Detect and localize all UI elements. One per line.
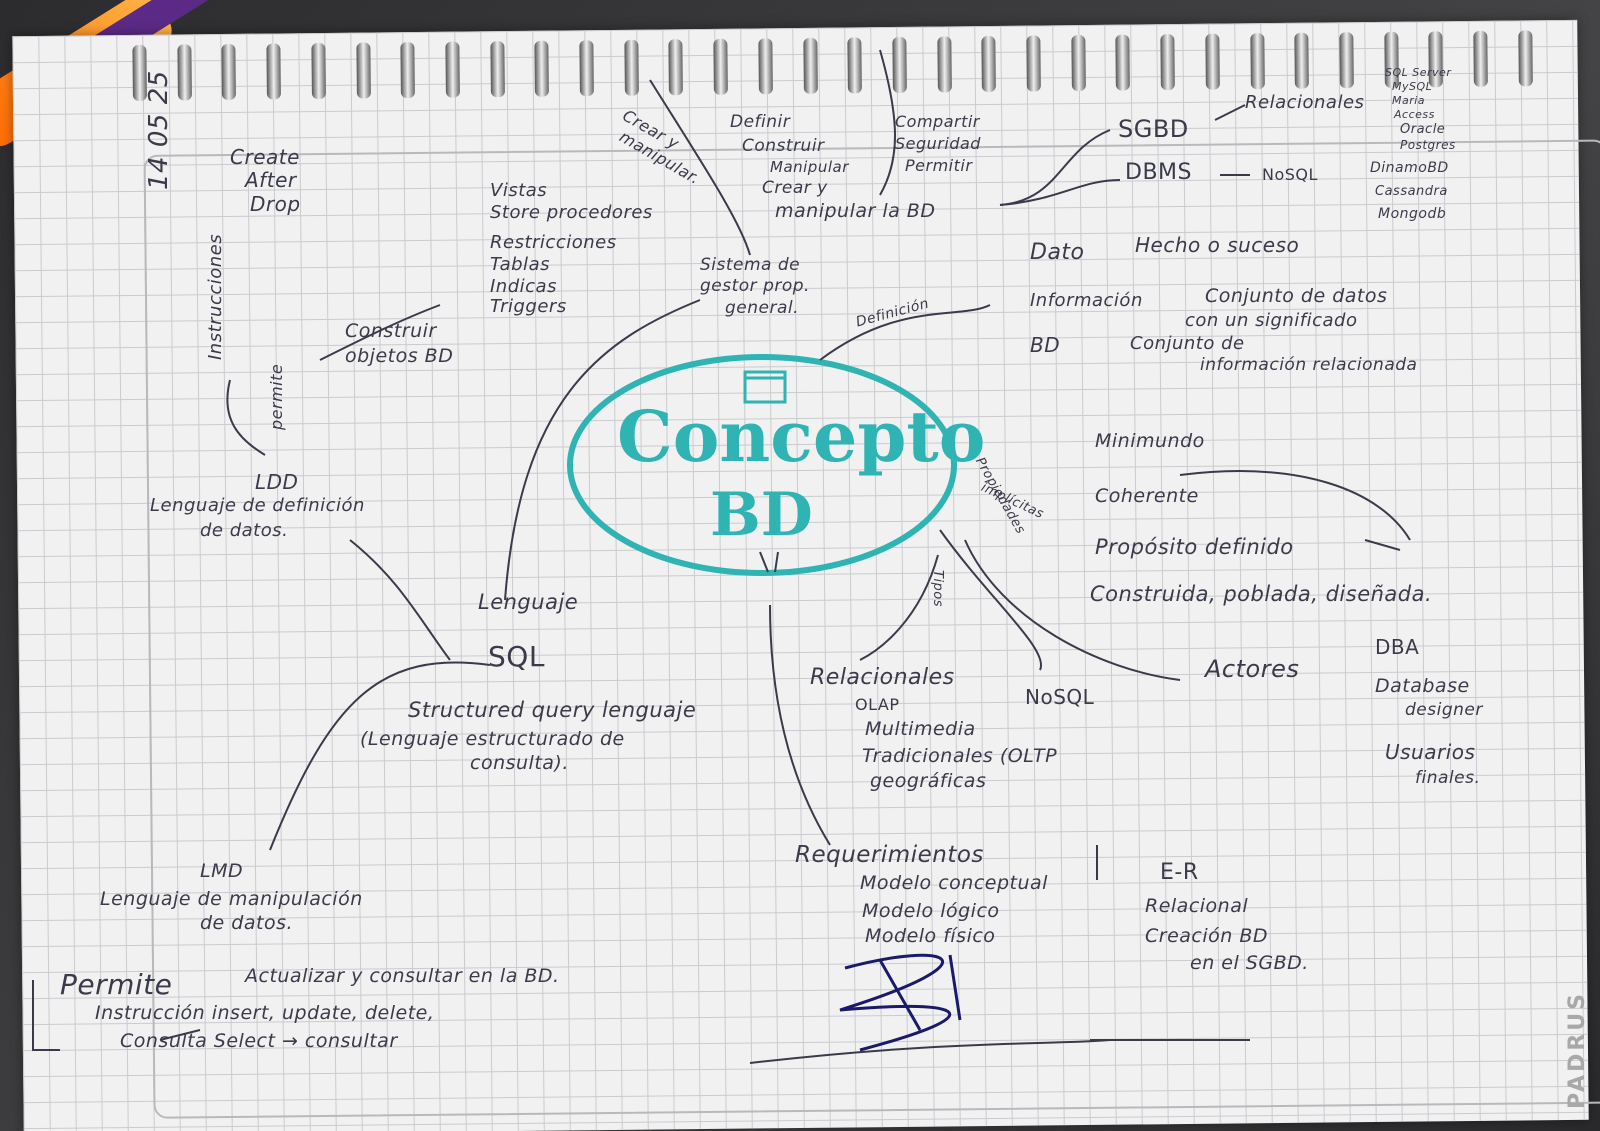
rel-db-0: SQL Server	[1385, 66, 1452, 79]
requerimientos-label: Requerimientos	[795, 842, 984, 868]
tipos-label: Tipos	[930, 570, 945, 608]
date-label: 14 05 25	[144, 70, 174, 190]
lmd-consulta: Consulta Select → consultar	[120, 1030, 398, 1052]
bd-definition: Conjunto de	[1130, 333, 1245, 354]
manipular-bd-label: manipular la BD	[775, 200, 936, 222]
tipo-tradicionales: Tradicionales (OLTP	[862, 745, 1058, 767]
lmd-acronym: LMD	[200, 860, 244, 882]
dato-definition: Hecho o suceso	[1135, 233, 1300, 257]
rel-db-5: Postgres	[1400, 138, 1456, 152]
notebook-brand: PADRUS	[1565, 991, 1590, 1110]
construir-label: Construir	[345, 320, 437, 342]
propiedad-coherente: Coherente	[1095, 485, 1199, 507]
lmd-meaning-line2: de datos.	[200, 912, 294, 934]
ddl-command-after: After	[245, 168, 297, 192]
lmd-permite: Permite	[60, 968, 173, 1001]
actor-usuarios: Usuarios	[1385, 740, 1476, 764]
central-title: Concepto	[617, 395, 986, 478]
central-subtitle: BD	[710, 480, 813, 550]
ddl-object-vistas: Vistas	[490, 180, 548, 201]
ddl-object-restricciones: Restricciones	[490, 232, 617, 253]
lmd-actualizar: Actualizar y consultar en la BD.	[245, 965, 560, 987]
ddl-command-drop: Drop	[250, 192, 301, 216]
permite-label: permite	[267, 363, 286, 430]
structured-query-label: Structured query lenguaje	[408, 698, 697, 722]
rel-db-2: Maria	[1392, 94, 1426, 107]
dbms-label: DBMS	[1125, 160, 1192, 185]
instrucciones-label: Instrucciones	[205, 233, 226, 360]
er-label: E-R	[1160, 860, 1199, 885]
bd-label: BD	[1030, 333, 1061, 357]
tipo-geograficas: geográficas	[870, 770, 987, 792]
sistema-line3: general.	[725, 298, 800, 318]
share-compartir: Compartir	[895, 112, 980, 131]
actor-finales: finales.	[1415, 768, 1481, 788]
relacional-label: Relacional	[1145, 895, 1249, 917]
nosql-db-2: Mongodb	[1378, 206, 1447, 222]
sgbd-label: SGBD	[1118, 115, 1189, 143]
ddl-object-tablas: Tablas	[490, 254, 550, 275]
define-item-0: Definir	[730, 112, 791, 132]
sql-spanish-label-2: consulta).	[470, 752, 569, 774]
sistema-line1: Sistema de	[700, 255, 801, 275]
modelo-conceptual: Modelo conceptual	[860, 872, 1048, 894]
creacion-bd-label: Creación BD	[1145, 925, 1269, 947]
nosql-db-1: Cassandra	[1375, 184, 1448, 199]
rel-db-1: MySQL	[1392, 80, 1433, 93]
lmd-meaning-line1: Lenguaje de manipulación	[100, 888, 363, 910]
sql-label: SQL	[488, 640, 545, 673]
modelo-logico: Modelo lógico	[862, 900, 1000, 922]
dato-label: Dato	[1030, 240, 1085, 265]
actor-database: Database	[1375, 675, 1470, 697]
informacion-definition-2: con un significado	[1185, 310, 1358, 331]
sql-spanish-label: (Lenguaje estructurado de	[360, 728, 625, 750]
share-permitir: Permitir	[905, 156, 973, 175]
tipos-relacionales: Relacionales	[810, 665, 955, 690]
tipo-multimedia: Multimedia	[865, 718, 976, 740]
ldd-meaning-line2: de datos.	[200, 520, 289, 541]
rel-db-4: Oracle	[1400, 122, 1446, 137]
ldd-meaning-line1: Lenguaje de definición	[150, 495, 365, 516]
ddl-object-triggers: Triggers	[490, 296, 567, 317]
nosql-label: NoSQL	[1262, 165, 1318, 184]
relacionales-label: Relacionales	[1245, 92, 1365, 113]
nosql-db-0: DinamoBD	[1370, 160, 1449, 176]
rel-db-3: Access	[1394, 108, 1435, 121]
ddl-object-procedures: Store procedores	[490, 202, 653, 223]
actores-label: Actores	[1205, 655, 1300, 683]
actor-dba: DBA	[1375, 635, 1420, 659]
tipo-olap: OLAP	[855, 695, 900, 714]
define-item-3: Crear y	[762, 178, 828, 198]
ddl-object-indices: Indicas	[490, 276, 557, 297]
define-item-2: Manipular	[770, 158, 849, 176]
objetos-bd-label: objetos BD	[345, 345, 454, 367]
ddl-command-create: Create	[230, 145, 300, 169]
ldd-acronym: LDD	[255, 470, 299, 494]
actor-designer: designer	[1405, 700, 1483, 720]
modelo-fisico: Modelo físico	[865, 925, 996, 947]
lenguaje-label: Lenguaje	[478, 590, 579, 614]
share-seguridad: Seguridad	[895, 134, 981, 153]
tipos-nosql: NoSQL	[1025, 685, 1095, 709]
informacion-definition: Conjunto de datos	[1205, 285, 1388, 307]
informacion-label: Información	[1030, 290, 1143, 311]
bd-definition-2: información relacionada	[1200, 355, 1418, 375]
lmd-instruccion: Instrucción insert, update, delete,	[95, 1002, 435, 1024]
sistema-line2: gestor prop.	[700, 276, 810, 296]
define-item-1: Construir	[742, 136, 825, 156]
propiedad-construida: Construida, poblada, diseñada.	[1090, 582, 1433, 606]
propiedad-proposito: Propósito definido	[1095, 535, 1294, 559]
en-sgbd-label: en el SGBD.	[1190, 952, 1309, 974]
propiedad-minimundo: Minimundo	[1095, 430, 1205, 452]
